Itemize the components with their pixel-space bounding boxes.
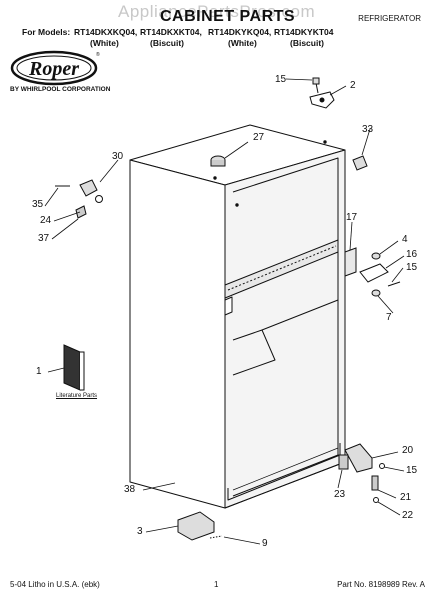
callout-label: 27 [253,132,265,143]
callout-label: 37 [38,233,50,244]
model-variant: (White) [90,38,119,48]
callout-label: 7 [386,312,392,323]
callout-label: 20 [402,445,414,456]
appliance-category: REFRIGERATOR [358,14,421,23]
callout-label: 24 [40,215,52,226]
model-number: RT14DKXKQ04, [74,27,138,37]
models-label: For Models: [22,27,71,37]
callout-label: 9 [262,538,268,549]
callout-label: 2 [350,80,356,91]
callout-label: 16 [406,249,418,260]
svg-text:®: ® [96,51,100,58]
model-number: RT14DKYKT04 [274,27,334,37]
footer-part-number: Part No. 8198989 Rev. A [337,580,425,589]
watermark: AppliancePartsPros.com [118,2,316,21]
roper-logo: Roper ® [10,50,100,86]
callout-label: 4 [402,234,408,245]
svg-text:Roper: Roper [28,58,79,80]
callout-label: 3 [137,526,143,537]
footer-page-number: 1 [214,580,219,589]
callout-label: 15 [275,74,287,85]
brand-byline: BY WHIRLPOOL CORPORATION [10,86,111,93]
callout-label: 21 [400,492,412,503]
callout-label: 15 [406,465,418,476]
page-title: CABINET PARTS [160,8,296,25]
model-variant: (Biscuit) [150,38,184,48]
model-variant: (Biscuit) [290,38,324,48]
literature-label: Literature Parts [56,393,98,399]
callout-label: 15 [406,262,418,273]
model-variant: (White) [228,38,257,48]
callout-label: 30 [112,151,124,162]
model-number: RT14DKXKT04, [140,27,202,37]
callout-label: 38 [124,484,136,495]
callout-label: 1 [36,366,42,377]
callout-label: 33 [362,124,374,135]
footer-print-info: 5-04 Litho in U.S.A. (ebk) [10,580,100,589]
callout-label: 35 [32,199,44,210]
callout-label: 17 [346,212,358,223]
model-number: RT14DKYKQ04, [208,27,272,37]
callout-label: 22 [402,510,414,521]
callout-label: 23 [334,489,346,500]
